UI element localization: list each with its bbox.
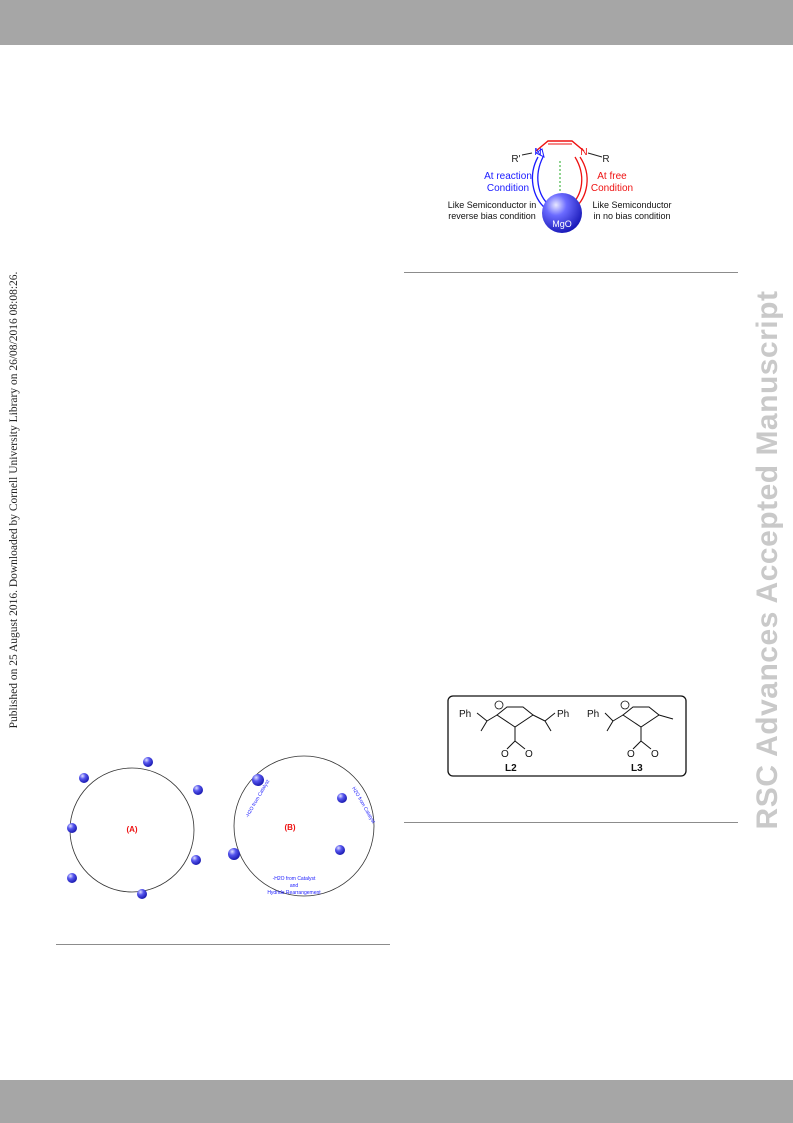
section-divider-1 — [404, 272, 738, 273]
right-state-line2: Condition — [591, 183, 633, 194]
l2-phenyl-left: Ph — [459, 709, 471, 720]
left-nitrogen: N — [534, 147, 541, 158]
right-nitrogen: N — [580, 147, 587, 158]
left-note-line1: Like Semiconductor in — [448, 200, 537, 210]
right-note-line1: Like Semiconductor — [592, 200, 671, 210]
mgo-interface-diagram: MgO N N R' R At reaction Condition At fr… — [448, 140, 672, 233]
cycle-b-step-4b: Hydride Rearrangement — [267, 890, 321, 896]
l3-oxygen-2: O — [651, 749, 659, 760]
left-substituent: R' — [511, 154, 520, 165]
ligand-l2-label: L2 — [505, 763, 517, 774]
accepted-manuscript-watermark: RSC Advances Accepted Manuscript — [751, 290, 784, 830]
cycle-b-label: (B) — [284, 823, 295, 832]
mgo-label: MgO — [552, 219, 572, 229]
section-divider-2 — [404, 822, 738, 823]
footer-band — [0, 1080, 793, 1123]
right-note-line2: in no bias condition — [593, 211, 670, 221]
right-substituent: R — [602, 154, 609, 165]
catalytic-cycles-scheme: (A) (B) -H2O from Catalyst H2O from Cata… — [67, 755, 376, 899]
publication-note: Published on 25 August 2016. Downloaded … — [8, 271, 20, 729]
cycle-b-step-3: -H2O from Catalyst — [273, 876, 316, 882]
l2-oxygen-1: O — [501, 749, 509, 760]
cycle-a-label: (A) — [126, 825, 137, 834]
l3-phenyl: Ph — [587, 709, 599, 720]
cycle-b-step-4a: and — [290, 883, 299, 889]
cycle-b-step-2: H2O from Catalyst — [350, 786, 376, 825]
figure-catalytic-cycles: (A) (B) -H2O from Catalyst H2O from Cata… — [52, 728, 388, 924]
mgo-sphere — [542, 193, 582, 233]
l2-phenyl-right: Ph — [557, 709, 569, 720]
right-state-line1: At free — [597, 171, 627, 182]
l3-oxygen-1: O — [627, 749, 635, 760]
left-note-line2: reverse bias condition — [448, 211, 536, 221]
section-divider-3 — [56, 944, 390, 945]
figure-ligands: Ph Ph O O L2 Ph O O L3 — [447, 695, 687, 777]
left-state-line1: At reaction — [484, 171, 532, 182]
l2-oxygen-2: O — [525, 749, 533, 760]
figure-mgo-interface: MgO N N R' R At reaction Condition At fr… — [440, 135, 680, 235]
ligand-structures: Ph Ph O O L2 Ph O O L3 — [447, 695, 687, 777]
left-state-line2: Condition — [487, 183, 529, 194]
header-band — [0, 0, 793, 45]
ligand-l3-label: L3 — [631, 763, 643, 774]
